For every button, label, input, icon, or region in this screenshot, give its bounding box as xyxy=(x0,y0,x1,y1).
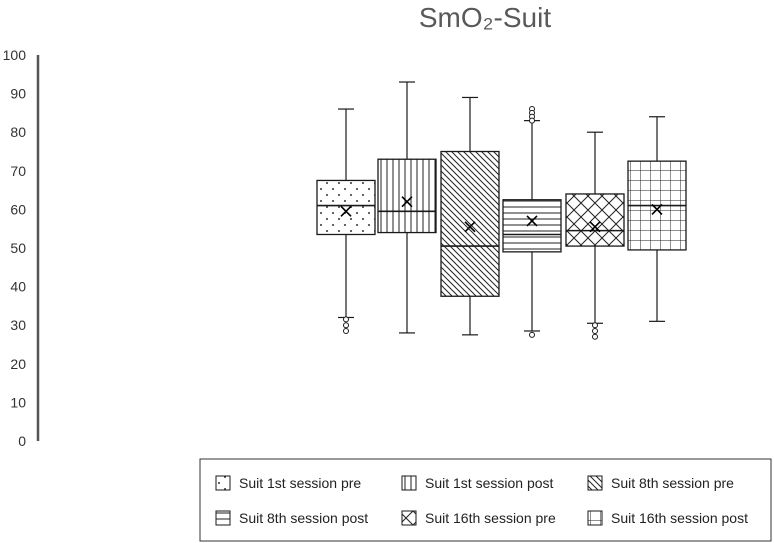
box-2 xyxy=(377,81,437,334)
outlier-point xyxy=(529,331,535,338)
legend: Suit 1st session pre Suit 1st session pos… xyxy=(199,458,772,542)
outlier-point xyxy=(343,322,349,329)
chart-title: SmO₂-Suit xyxy=(419,2,551,33)
iqr-box xyxy=(502,199,562,253)
legend-frame xyxy=(199,458,772,542)
legend-swatch xyxy=(587,510,603,526)
outlier-point xyxy=(529,117,535,124)
iqr-box xyxy=(565,193,625,247)
legend-label: Suit 8th session post xyxy=(239,510,368,526)
mean-marker xyxy=(651,203,663,215)
legend-swatch xyxy=(587,475,603,491)
legend-item: Suit 1st session post xyxy=(401,475,554,491)
outlier-point xyxy=(592,327,598,334)
y-tick-label: 90 xyxy=(10,86,26,102)
y-tick-label: 80 xyxy=(10,124,26,140)
legend-item: Suit 16th session pre xyxy=(401,510,556,526)
legend-item: Suit 16th session post xyxy=(587,510,748,526)
legend-label: Suit 1st session post xyxy=(425,475,554,491)
legend-item: Suit 8th session post xyxy=(215,510,368,526)
mean-marker xyxy=(526,215,538,227)
mean-marker xyxy=(340,205,352,217)
outlier-point xyxy=(592,322,598,329)
outlier-point xyxy=(343,327,349,334)
legend-label: Suit 8th session pre xyxy=(611,475,734,491)
legend-item: Suit 8th session pre xyxy=(587,475,734,491)
legend-label: Suit 1st session pre xyxy=(239,475,361,491)
legend-swatch xyxy=(401,510,417,526)
outlier-point xyxy=(343,316,349,323)
y-tick-label: 50 xyxy=(10,240,26,256)
y-tick-label: 10 xyxy=(10,394,26,410)
y-tick-label: 70 xyxy=(10,163,26,179)
iqr-box xyxy=(440,150,500,297)
legend-swatch xyxy=(401,475,417,491)
mean-marker xyxy=(464,221,476,233)
box-1 xyxy=(316,108,376,334)
box-4 xyxy=(502,106,562,338)
boxes-group xyxy=(316,81,687,340)
iqr-box xyxy=(316,179,376,236)
y-tick-label: 20 xyxy=(10,356,26,372)
legend-label: Suit 16th session post xyxy=(611,510,748,526)
legend-swatch xyxy=(215,510,231,526)
box-6 xyxy=(627,116,687,322)
mean-marker xyxy=(401,196,413,208)
legend-swatch xyxy=(215,475,231,491)
legend-label: Suit 16th session pre xyxy=(425,510,556,526)
legend-item: Suit 1st session pre xyxy=(215,475,361,491)
y-tick-label: 60 xyxy=(10,201,26,217)
iqr-box xyxy=(377,158,437,234)
mean-marker xyxy=(589,221,601,233)
y-axis-ticks: 0 10 20 30 40 50 60 70 80 90 100 xyxy=(3,47,27,449)
y-tick-label: 30 xyxy=(10,317,26,333)
y-tick-label: 100 xyxy=(3,47,27,63)
outlier-point xyxy=(592,333,598,340)
box-3 xyxy=(440,96,500,336)
y-tick-label: 40 xyxy=(10,279,26,295)
box-5 xyxy=(565,131,625,340)
y-tick-label: 0 xyxy=(18,433,26,449)
